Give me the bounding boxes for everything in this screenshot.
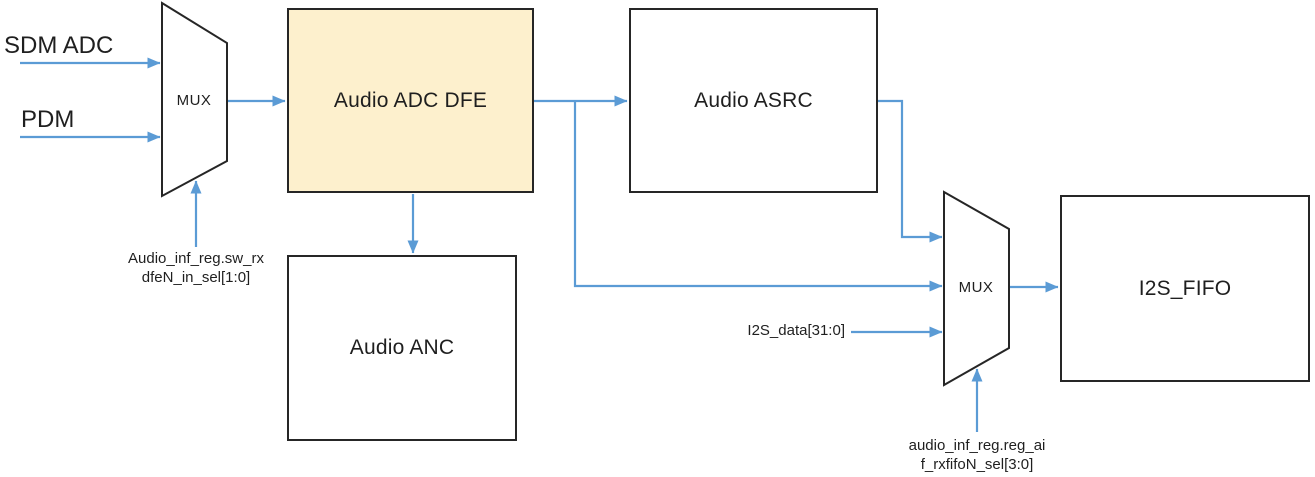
block-audio-asrc: Audio ASRC [629,8,878,193]
block-audio-adc-dfe-label: Audio ADC DFE [333,88,488,112]
input-label-sdm-adc: SDM ADC [4,32,114,59]
input-label-i2s-data: I2S_data[31:0] [747,322,845,339]
block-i2s-fifo: I2S_FIFO [1060,195,1310,382]
input-label-pdm: PDM [21,106,75,133]
block-audio-anc: Audio ANC [287,255,517,441]
mux1-label: MUX [176,92,212,109]
block-audio-adc-dfe: Audio ADC DFE [287,8,534,193]
mux1-shape [161,1,228,198]
mux2-label: MUX [958,279,994,296]
mux1-select-signal-line2: dfeN_in_sel[1:0] [141,269,251,286]
block-audio-asrc-label: Audio ASRC [694,88,813,112]
connector-dfe-bypass-to-mux2 [573,101,943,292]
connector-asrc-to-mux2 [878,99,943,243]
mux2-select-signal-label: audio_inf_reg.reg_ai f_rxfifoN_sel[3:0] [881,436,1073,474]
mux2-shape [943,190,1010,387]
mux2-select-signal-line1: audio_inf_reg.reg_ai [908,437,1046,454]
block-i2s-fifo-label: I2S_FIFO [1138,276,1232,300]
block-audio-anc-label: Audio ANC [349,336,455,359]
mux1-select-signal-line1: Audio_inf_reg.sw_rx [128,250,264,267]
mux1-select-signal-label: Audio_inf_reg.sw_rx dfeN_in_sel[1:0] [100,249,292,287]
mux2-select-signal-line2: f_rxfifoN_sel[3:0] [920,456,1034,473]
